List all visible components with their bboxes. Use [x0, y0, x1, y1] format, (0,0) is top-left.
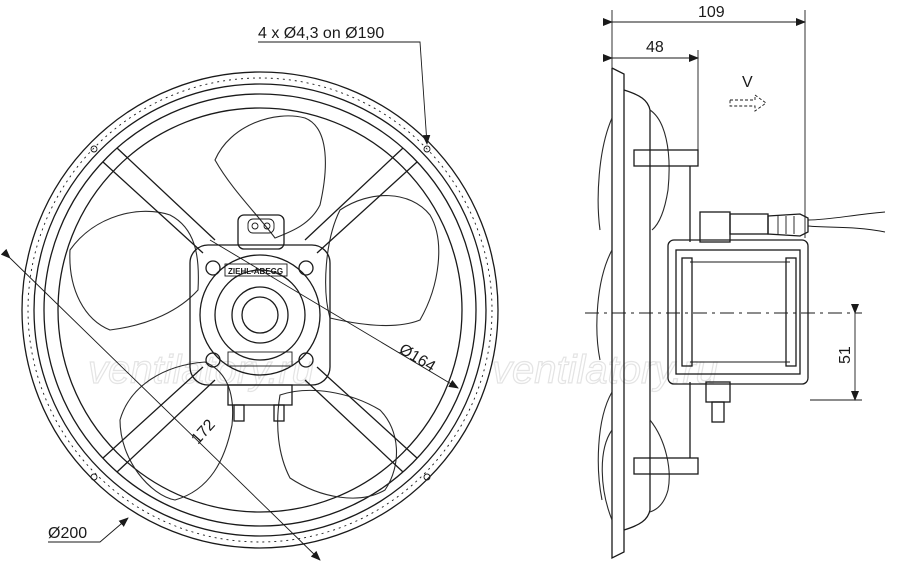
airflow-arrow [729, 94, 767, 112]
blade-left [69, 210, 199, 331]
bracket-bottom [633, 457, 699, 475]
shroud-inner [57, 107, 463, 513]
holes-leader [258, 41, 431, 145]
dim-109-label: 109 [698, 4, 725, 21]
dim-48-label: 48 [646, 39, 664, 56]
dim-172-label: 172 [188, 416, 219, 447]
fan-blades [69, 115, 440, 501]
cable-wires [807, 211, 886, 233]
blade-right [325, 195, 440, 327]
holes-label: 4 x Ø4,3 on Ø190 [258, 25, 384, 42]
blade-top [214, 115, 326, 239]
mounting-struts [102, 147, 418, 473]
side-view: 109 48 V [585, 4, 886, 560]
dim-164-label: Ø164 [396, 341, 438, 376]
front-view: ZIEHL-ABEGG 172 Ø164 4 x Ø4,3 on Ø190 [0, 25, 499, 561]
side-blades [596, 117, 613, 521]
blade-bottom-right [277, 389, 397, 499]
screw-top-right [298, 260, 314, 276]
cable-connector [699, 211, 886, 243]
bolt-circle [27, 77, 493, 543]
dim-164-line [209, 239, 459, 389]
outer-ring-inner-edge [33, 83, 487, 537]
dim-200-label: Ø200 [48, 525, 87, 542]
nameplate-text: ZIEHL-ABEGG [228, 267, 283, 276]
shroud-outer [43, 93, 477, 527]
dim-200-leader [48, 517, 129, 543]
dim-51-label: 51 [837, 346, 854, 364]
side-motor [667, 239, 809, 385]
screw-top-left [205, 260, 221, 276]
airflow-label: V [742, 74, 753, 91]
dim-172-line [0, 248, 321, 561]
bracket-top [633, 149, 699, 167]
watermark-right: ventilatory.ru [492, 348, 718, 392]
motor-shaft-bearing [231, 286, 289, 344]
